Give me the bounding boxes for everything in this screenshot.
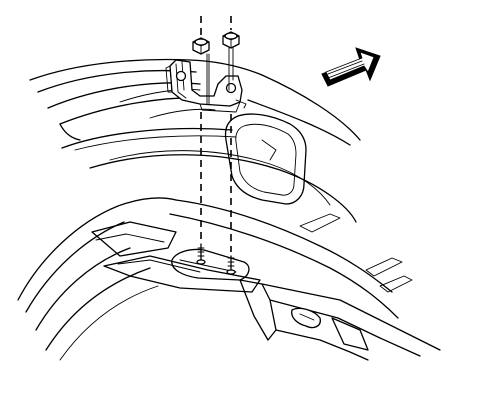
stud-right [226,255,236,275]
nut-left [192,37,210,55]
forward-arrow-icon [321,47,381,87]
rail-mounting-pad [171,248,250,281]
roof-outer-panel [29,58,361,223]
nut-right [222,31,240,49]
interior-headliner-edge [239,279,441,361]
roof-rack-bracket [165,59,247,113]
stud-left [196,243,206,265]
roof-opening-outline [224,113,307,205]
roof-rail-structure [17,197,413,361]
